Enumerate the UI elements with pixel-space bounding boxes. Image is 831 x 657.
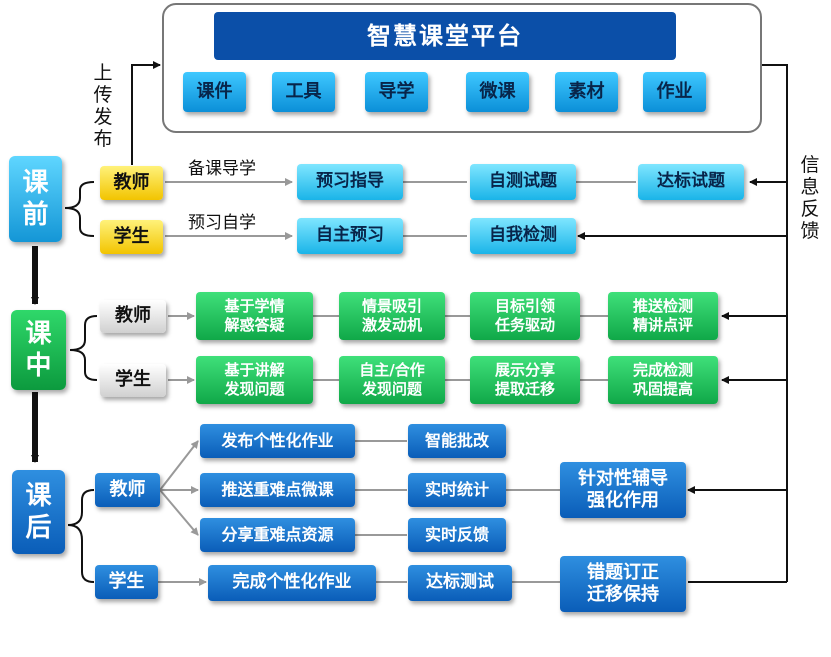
in-student-step-4: 完成检测 巩固提高 bbox=[608, 356, 718, 404]
in-teacher-step-3: 目标引领 任务驱动 bbox=[470, 292, 580, 340]
stage-in-class: 课 中 bbox=[11, 310, 66, 390]
after-task-publish-homework: 发布个性化作业 bbox=[200, 424, 355, 458]
pre-step-self-test: 自测试题 bbox=[470, 164, 576, 200]
platform-item-microlesson[interactable]: 微课 bbox=[466, 72, 529, 112]
after-task-push-microlesson: 推送重难点微课 bbox=[200, 473, 355, 507]
pre-student-role: 学生 bbox=[100, 220, 163, 254]
upload-label: 上传发布 bbox=[93, 62, 113, 150]
pre-step-self-check: 自我检测 bbox=[470, 218, 576, 254]
pre-step-self-preview: 自主预习 bbox=[297, 218, 403, 254]
stage-pre-class: 课 前 bbox=[9, 156, 62, 242]
stage-after-class: 课 后 bbox=[12, 470, 65, 554]
after-result-realtime-stats: 实时统计 bbox=[408, 473, 506, 507]
in-teacher-step-4: 推送检测 精讲点评 bbox=[608, 292, 718, 340]
feedback-label: 信息反馈 bbox=[800, 154, 820, 242]
platform-item-homework[interactable]: 作业 bbox=[643, 72, 706, 112]
pre-step-preview-guide: 预习指导 bbox=[297, 164, 403, 200]
in-teacher-step-2: 情景吸引 激发动机 bbox=[339, 292, 445, 340]
platform-item-materials[interactable]: 素材 bbox=[555, 72, 618, 112]
after-student-step-homework: 完成个性化作业 bbox=[208, 565, 376, 601]
after-task-share-resources: 分享重难点资源 bbox=[200, 518, 355, 552]
in-teacher-step-1: 基于学情 解惑答疑 bbox=[196, 292, 313, 340]
platform-title: 智慧课堂平台 bbox=[214, 12, 676, 60]
pre-teacher-action: 备课导学 bbox=[188, 159, 256, 179]
after-result-realtime-feedback: 实时反馈 bbox=[408, 518, 506, 552]
in-student-role: 学生 bbox=[100, 364, 166, 397]
feedback-line bbox=[734, 61, 788, 582]
after-student-role: 学生 bbox=[95, 565, 158, 599]
in-teacher-role: 教师 bbox=[100, 300, 166, 333]
in-student-step-3: 展示分享 提取迁移 bbox=[470, 356, 580, 404]
after-teacher-outcome: 针对性辅导 强化作用 bbox=[560, 462, 686, 518]
platform-item-courseware[interactable]: 课件 bbox=[183, 72, 246, 112]
after-student-outcome: 错题订正 迁移保持 bbox=[560, 556, 686, 612]
after-teacher-role: 教师 bbox=[95, 473, 160, 507]
in-student-step-1: 基于讲解 发现问题 bbox=[196, 356, 313, 404]
pre-teacher-role: 教师 bbox=[100, 166, 163, 200]
pre-student-action: 预习自学 bbox=[188, 213, 256, 233]
upload-arrow bbox=[131, 61, 161, 165]
pre-step-standard-test: 达标试题 bbox=[638, 164, 744, 200]
after-student-step-test: 达标测试 bbox=[408, 565, 512, 601]
in-student-step-2: 自主/合作 发现问题 bbox=[339, 356, 445, 404]
after-result-auto-grading: 智能批改 bbox=[408, 424, 506, 458]
platform-item-guide[interactable]: 导学 bbox=[365, 72, 428, 112]
platform-item-tools[interactable]: 工具 bbox=[272, 72, 335, 112]
